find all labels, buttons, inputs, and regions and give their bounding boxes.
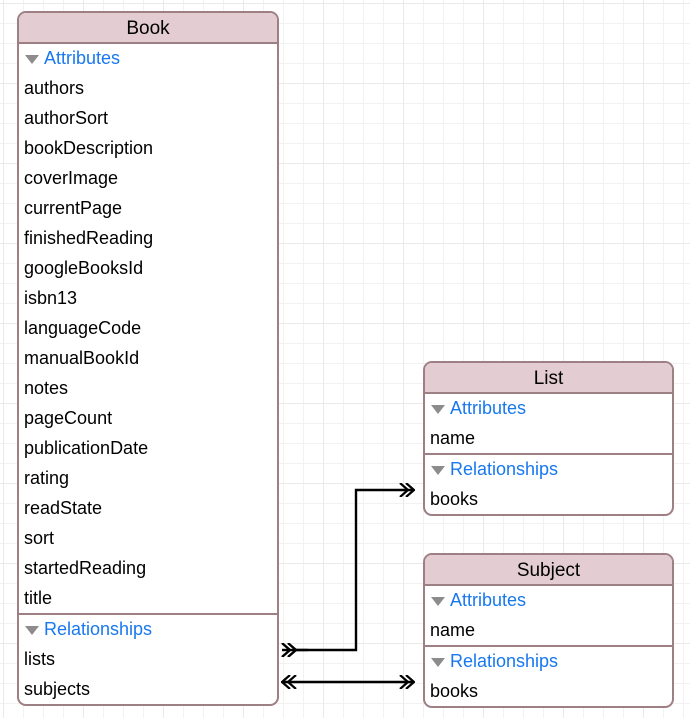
entity-book-title[interactable]: Book <box>19 13 277 44</box>
attribute-row[interactable]: currentPage <box>24 198 123 218</box>
attribute-row[interactable]: googleBooksId <box>24 258 144 278</box>
entity-subject-attributes-section: Attributes name <box>425 586 672 645</box>
relationships-section-header[interactable]: Relationships <box>425 647 672 676</box>
triangle-down-icon[interactable] <box>431 466 445 475</box>
relationships-section-label: Relationships <box>450 651 559 671</box>
attribute-row[interactable]: finishedReading <box>24 228 154 248</box>
attribute-row[interactable]: title <box>24 588 53 608</box>
attribute-row[interactable]: sort <box>24 528 55 548</box>
attributes-section-header[interactable]: Attributes <box>425 394 672 423</box>
entity-subject-title[interactable]: Subject <box>425 555 672 586</box>
attribute-row[interactable]: publicationDate <box>24 438 149 458</box>
entity-book-relationships-section: Relationships lists subjects <box>19 613 277 704</box>
entity-list[interactable]: List Attributes name Relationships books <box>423 361 674 516</box>
attributes-section-label: Attributes <box>44 48 121 68</box>
attribute-row[interactable]: pageCount <box>24 408 113 428</box>
relationships-section-header[interactable]: Relationships <box>425 455 672 484</box>
entity-list-relationships-section: Relationships books <box>425 453 672 514</box>
entity-list-attributes-section: Attributes name <box>425 394 672 453</box>
relationship-row-books[interactable]: books <box>430 681 479 701</box>
attribute-row[interactable]: notes <box>24 378 69 398</box>
entity-subject[interactable]: Subject Attributes name Relationships bo… <box>423 553 674 708</box>
triangle-down-icon[interactable] <box>25 626 39 635</box>
relationship-line-lists-books[interactable] <box>282 490 414 650</box>
entity-book[interactable]: Book Attributes authors authorSort bookD… <box>17 11 279 706</box>
triangle-down-icon[interactable] <box>431 405 445 414</box>
relationships-section-header[interactable]: Relationships <box>19 615 277 644</box>
entity-list-title[interactable]: List <box>425 363 672 394</box>
attribute-row[interactable]: manualBookId <box>24 348 140 368</box>
attribute-row[interactable]: coverImage <box>24 168 119 188</box>
attribute-row[interactable]: readState <box>24 498 103 518</box>
relationships-section-label: Relationships <box>450 459 559 479</box>
triangle-down-icon[interactable] <box>431 597 445 606</box>
relationships-section-label: Relationships <box>44 619 153 639</box>
attribute-row[interactable]: bookDescription <box>24 138 154 158</box>
entity-subject-relationships-section: Relationships books <box>425 645 672 706</box>
attribute-row[interactable]: authorSort <box>24 108 109 128</box>
entity-book-attributes-section: Attributes authors authorSort bookDescri… <box>19 44 277 613</box>
attribute-row[interactable]: languageCode <box>24 318 142 338</box>
attributes-section-header[interactable]: Attributes <box>425 586 672 615</box>
attribute-row[interactable]: isbn13 <box>24 288 78 308</box>
attribute-row[interactable]: startedReading <box>24 558 147 578</box>
attributes-section-label: Attributes <box>450 590 527 610</box>
relationship-row-subjects[interactable]: subjects <box>24 679 91 699</box>
attributes-section-header[interactable]: Attributes <box>19 44 277 73</box>
triangle-down-icon[interactable] <box>431 658 445 667</box>
attribute-row[interactable]: rating <box>24 468 70 488</box>
attributes-section-label: Attributes <box>450 398 527 418</box>
attribute-row-name[interactable]: name <box>430 428 476 448</box>
relationship-row-lists[interactable]: lists <box>24 649 55 669</box>
attribute-row-name[interactable]: name <box>430 620 476 640</box>
relationship-row-books[interactable]: books <box>430 489 479 509</box>
triangle-down-icon[interactable] <box>25 55 39 64</box>
attribute-row[interactable]: authors <box>24 78 85 98</box>
